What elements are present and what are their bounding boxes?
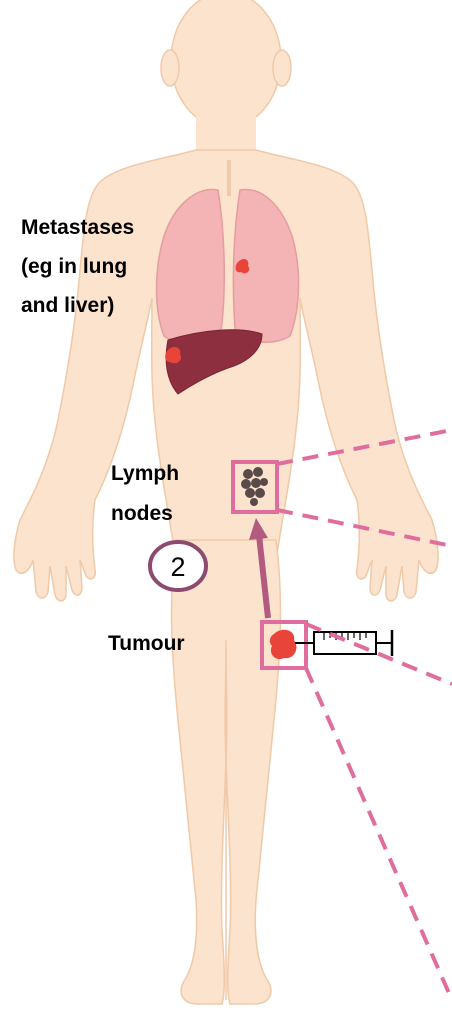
- step-badge: 2: [150, 542, 206, 590]
- lymph-label-line1: Lymph: [111, 462, 179, 485]
- head: [171, 0, 281, 128]
- metastases-label-line1: Metastases: [21, 216, 134, 239]
- body-silhouette: [14, 0, 438, 1004]
- tumour-label: Tumour: [108, 632, 185, 655]
- syringe-icon: [295, 630, 392, 656]
- metastases-label-line3: and liver): [21, 294, 114, 317]
- tumour-callout-lines: [306, 624, 452, 1000]
- metastases-label-line2: (eg in lung: [21, 255, 127, 278]
- tumour-mass: [270, 630, 297, 659]
- lymph-label-line2: nodes: [111, 502, 173, 525]
- step-number: 2: [170, 552, 185, 582]
